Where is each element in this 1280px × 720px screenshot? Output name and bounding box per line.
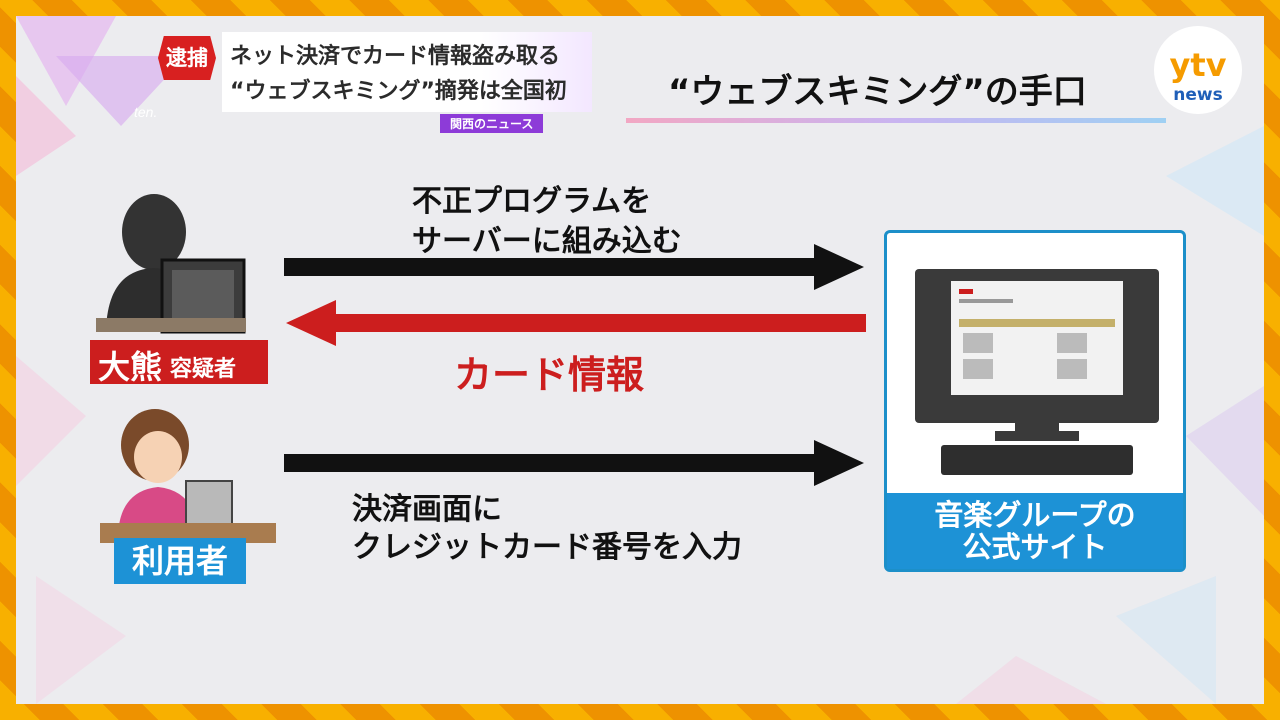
segment-label: 関西のニュース — [440, 114, 544, 133]
logo-news: news — [1173, 85, 1222, 105]
background-triangles — [16, 16, 1264, 704]
bottom-arrow-label-line1: 決済画面に — [352, 492, 502, 527]
arrow-user-to-site — [284, 440, 864, 486]
suspect-suffix: 容疑者 — [170, 357, 237, 382]
headline-line2: “ウェブスキミング”摘発は全国初 — [230, 79, 567, 104]
headline-line1: ネット決済でカード情報盗み取る — [230, 44, 561, 69]
top-arrow-label-line2: サーバーに組み込む — [412, 224, 682, 259]
arrest-tag: 逮捕 — [158, 36, 216, 80]
middle-arrow-label: カード情報 — [454, 353, 645, 397]
program-logo: ten. — [134, 104, 158, 120]
computer-illustration — [915, 269, 1159, 475]
site-box: 音楽グループの 公式サイト — [884, 230, 1186, 572]
headline-box: ネット決済でカード情報盗み取る “ウェブスキミング”摘発は全国初 — [222, 32, 592, 112]
top-arrow-label-line1: 不正プログラムを — [412, 184, 652, 219]
arrow-to-suspect — [286, 300, 866, 346]
slide-title: “ウェブスキミング”の手口 — [668, 72, 1087, 112]
suspect-tag: 大熊 容疑者 — [90, 340, 268, 386]
title-underline — [626, 118, 1166, 123]
user-tag: 利用者 — [114, 538, 246, 584]
site-label: 音楽グループの 公式サイト — [887, 493, 1183, 569]
arrow-to-site — [284, 244, 864, 290]
ytv-news-logo: ytv news — [1154, 26, 1242, 114]
suspect-illustration — [96, 194, 246, 334]
site-label-line2: 公式サイト — [962, 530, 1108, 564]
suspect-name: 大熊 — [98, 348, 163, 386]
user-illustration — [100, 409, 276, 543]
logo-ytv: ytv — [1169, 46, 1226, 84]
site-label-line1: 音楽グループの — [934, 498, 1136, 532]
bottom-arrow-label-line2: クレジットカード番号を入力 — [352, 530, 742, 565]
